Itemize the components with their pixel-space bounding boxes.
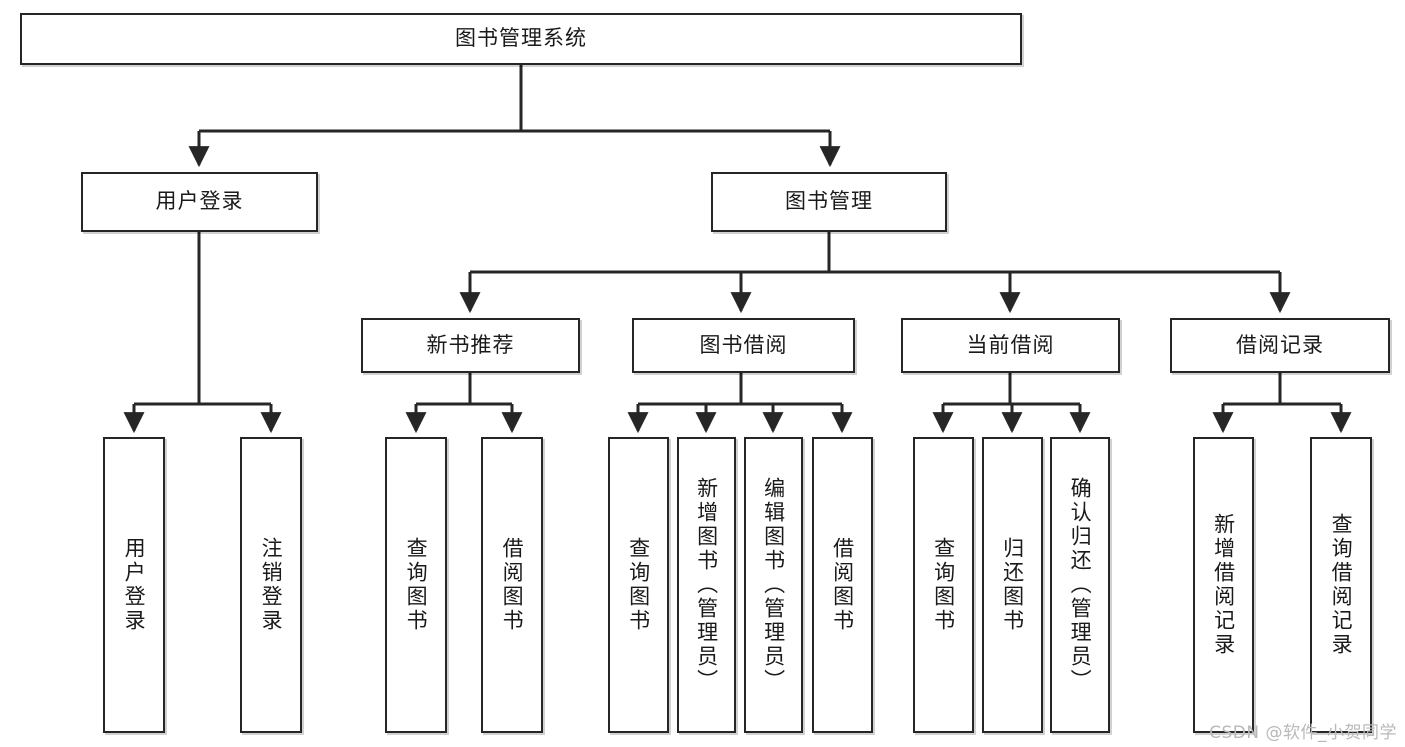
node-leaf-cb-query[interactable]: 查询图书 [913,437,974,733]
node-leaf-bb-borrow[interactable]: 借阅图书 [812,437,873,733]
node-book-borrow[interactable]: 图书借阅 [632,318,855,373]
node-cur-borrow[interactable]: 当前借阅 [901,318,1120,373]
node-leaf-bl-query[interactable]: 查询借阅记录 [1310,437,1372,733]
node-leaf-user-login[interactable]: 用户登录 [103,437,165,733]
node-label: 新书推荐 [426,332,515,357]
node-label: 借阅图书 [830,537,855,633]
node-label: 新增借阅记录 [1211,513,1236,657]
node-borrow-log[interactable]: 借阅记录 [1170,318,1390,373]
node-label: 图书借阅 [699,332,788,357]
node-leaf-rec-borrow[interactable]: 借阅图书 [481,437,543,733]
node-label: 图书管理系统 [455,26,587,51]
node-leaf-bb-edit[interactable]: 编辑图书（管理员） [744,437,803,733]
node-label: 当前借阅 [966,332,1055,357]
watermark: CSDN @软件_小贺同学 [1209,723,1397,743]
node-leaf-bl-add[interactable]: 新增借阅记录 [1193,437,1254,733]
node-leaf-cb-return[interactable]: 归还图书 [982,437,1043,733]
node-label: 注销登录 [259,537,284,633]
node-label: 查询图书 [931,537,956,633]
node-label: 借阅记录 [1236,332,1324,357]
node-leaf-user-logout[interactable]: 注销登录 [240,437,302,733]
node-leaf-bb-add[interactable]: 新增图书（管理员） [677,437,736,733]
node-label: 归还图书 [1000,537,1025,633]
node-user-login[interactable]: 用户登录 [81,172,318,232]
node-leaf-rec-query[interactable]: 查询图书 [385,437,447,733]
node-label: 图书管理 [785,189,873,214]
node-label: 编辑图书（管理员） [761,477,786,693]
node-label: 查询借阅记录 [1329,513,1354,657]
node-leaf-bb-query[interactable]: 查询图书 [608,437,669,733]
node-label: 新增图书（管理员） [694,477,719,693]
node-root[interactable]: 图书管理系统 [20,13,1022,65]
node-label: 确认归还（管理员） [1068,477,1093,693]
node-label: 用户登录 [155,189,244,214]
node-label: 查询图书 [404,537,429,633]
node-label: 用户登录 [122,537,147,633]
node-new-book-rec[interactable]: 新书推荐 [361,318,580,373]
node-leaf-cb-confirm[interactable]: 确认归还（管理员） [1050,437,1110,733]
node-label: 借阅图书 [500,537,525,633]
node-label: 查询图书 [626,537,651,633]
node-book-mgmt[interactable]: 图书管理 [711,172,947,232]
